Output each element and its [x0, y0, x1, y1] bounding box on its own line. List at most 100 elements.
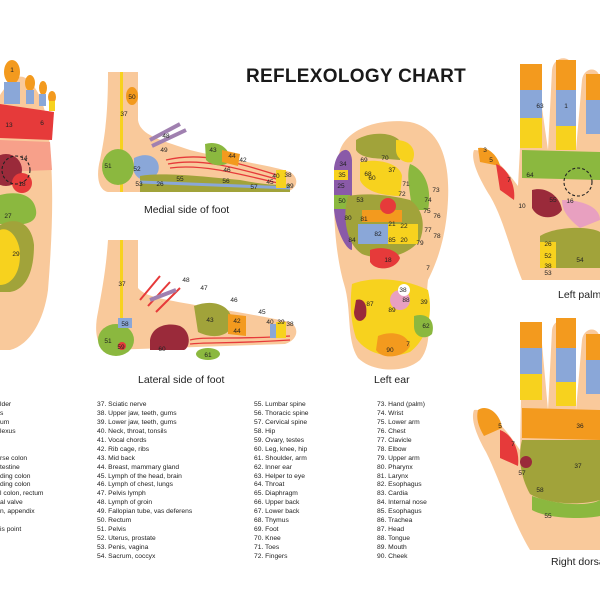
legend-item: 68. Thymus: [254, 517, 289, 525]
svg-text:52: 52: [133, 166, 141, 173]
svg-text:29: 29: [12, 251, 20, 258]
svg-text:47: 47: [200, 285, 208, 292]
svg-text:53: 53: [135, 181, 143, 188]
svg-text:82: 82: [374, 231, 382, 238]
svg-text:80: 80: [344, 215, 352, 222]
svg-text:42: 42: [239, 157, 247, 164]
svg-text:5: 5: [498, 423, 502, 430]
svg-text:55: 55: [176, 176, 184, 183]
legend-item: 37. Sciatic nerve: [97, 401, 147, 408]
svg-text:3: 3: [483, 147, 487, 154]
sole-diagram: 1 13 6 14 18 27 29: [0, 60, 56, 350]
legend-item: 82. Esophagus: [377, 481, 422, 489]
caption-left-palm: Left palm: [558, 289, 600, 301]
svg-text:26: 26: [544, 241, 552, 248]
svg-text:60: 60: [158, 346, 166, 353]
svg-text:7: 7: [406, 341, 410, 348]
legend-item: 71. Toes: [254, 544, 280, 551]
svg-text:81: 81: [360, 216, 368, 223]
svg-text:78: 78: [433, 233, 441, 240]
svg-text:60: 60: [368, 175, 376, 182]
svg-text:38: 38: [544, 263, 552, 270]
legend-item: 74. Wrist: [377, 409, 404, 417]
legend-item: lder: [0, 401, 12, 408]
legend-item: 58. Hip: [254, 427, 276, 435]
svg-text:26: 26: [156, 181, 164, 188]
legend-item: 84. Internal nose: [377, 499, 427, 507]
svg-text:38: 38: [399, 287, 407, 294]
legend-item: 78. Elbow: [377, 445, 407, 453]
legend-item: 89. Mouth: [377, 544, 407, 551]
svg-text:7: 7: [426, 265, 430, 272]
legend-item: 63. Helper to eye: [254, 472, 305, 480]
svg-text:73: 73: [432, 187, 440, 194]
legend-item: rse colon: [0, 454, 28, 462]
svg-text:43: 43: [209, 147, 217, 154]
legend-item: 66. Upper back: [254, 499, 300, 507]
left-ear-diagram: 34 69 70 35 25 68 37 60 50 53 71 72 73 7…: [334, 121, 449, 370]
svg-text:50: 50: [338, 198, 346, 205]
legend-item: ding colon: [0, 481, 31, 489]
legend-item: 85. Esophagus: [377, 508, 422, 516]
svg-text:37: 37: [118, 281, 126, 288]
svg-text:85: 85: [388, 237, 396, 244]
legend-item: 80. Pharynx: [377, 463, 413, 471]
legend-item: 70. Knee: [254, 535, 281, 543]
legend-item: 65. Diaphragm: [254, 490, 298, 498]
legend-item: 64. Throat: [254, 481, 285, 489]
svg-text:37: 37: [388, 167, 396, 174]
legend-item: 43. Mid back: [97, 454, 135, 462]
svg-text:27: 27: [4, 213, 12, 220]
svg-text:36: 36: [576, 423, 584, 430]
svg-text:5: 5: [489, 157, 493, 164]
legend-item: 50. Rectum: [97, 517, 132, 525]
svg-text:63: 63: [536, 103, 544, 110]
svg-text:6: 6: [40, 120, 44, 127]
svg-text:68: 68: [364, 171, 372, 178]
legend-item: [0, 517, 44, 526]
right-dorsal-diagram: 5 7 36 37 57 58 55: [472, 318, 600, 550]
svg-text:7: 7: [511, 441, 515, 448]
svg-text:14: 14: [20, 155, 28, 162]
svg-text:55: 55: [549, 197, 557, 204]
legend-item: 38. Upper jaw, teeth, gums: [97, 409, 177, 417]
legend-item: 90. Cheek: [377, 552, 408, 560]
svg-text:42: 42: [233, 318, 241, 325]
svg-text:89: 89: [388, 307, 396, 314]
svg-text:18: 18: [18, 181, 26, 188]
caption-medial: Medial side of foot: [144, 204, 230, 216]
legend-item: l colon, rectum: [0, 490, 44, 498]
svg-text:51: 51: [104, 338, 112, 345]
legend-item: 55. Lumbar spine: [254, 401, 306, 408]
legend-item: 40. Neck, throat, tonsils: [97, 427, 167, 435]
caption-lateral: Lateral side of foot: [138, 374, 225, 386]
svg-text:90: 90: [386, 347, 394, 354]
legend-item: 47. Pelvis lymph: [97, 490, 146, 498]
legend-item: 77. Clavicle: [377, 436, 412, 444]
legend-item: 83. Cardia: [377, 490, 408, 498]
svg-text:56: 56: [222, 178, 230, 185]
legend-item: 73. Hand (palm): [377, 401, 425, 408]
legend-item: 48. Lymph of groin: [97, 499, 153, 507]
svg-text:61: 61: [204, 352, 212, 359]
legend-item: 81. Larynx: [377, 472, 409, 480]
svg-text:34: 34: [339, 161, 347, 168]
svg-text:46: 46: [230, 297, 238, 304]
svg-text:7: 7: [507, 177, 511, 184]
svg-text:10: 10: [518, 203, 526, 210]
svg-text:18: 18: [384, 257, 392, 264]
legend-item: um: [0, 418, 10, 426]
legend-item: 67. Lower back: [254, 508, 300, 516]
svg-text:20: 20: [400, 237, 408, 244]
legend-item: lexus: [0, 427, 16, 435]
legend-item: al valve: [0, 499, 23, 507]
svg-text:54: 54: [576, 257, 584, 264]
caption-left-ear: Left ear: [374, 374, 410, 386]
svg-text:40: 40: [272, 173, 280, 180]
svg-text:49: 49: [160, 147, 168, 154]
legend-item: 88. Tongue: [377, 535, 410, 543]
legend-item: 60. Leg, knee, hip: [254, 445, 308, 453]
